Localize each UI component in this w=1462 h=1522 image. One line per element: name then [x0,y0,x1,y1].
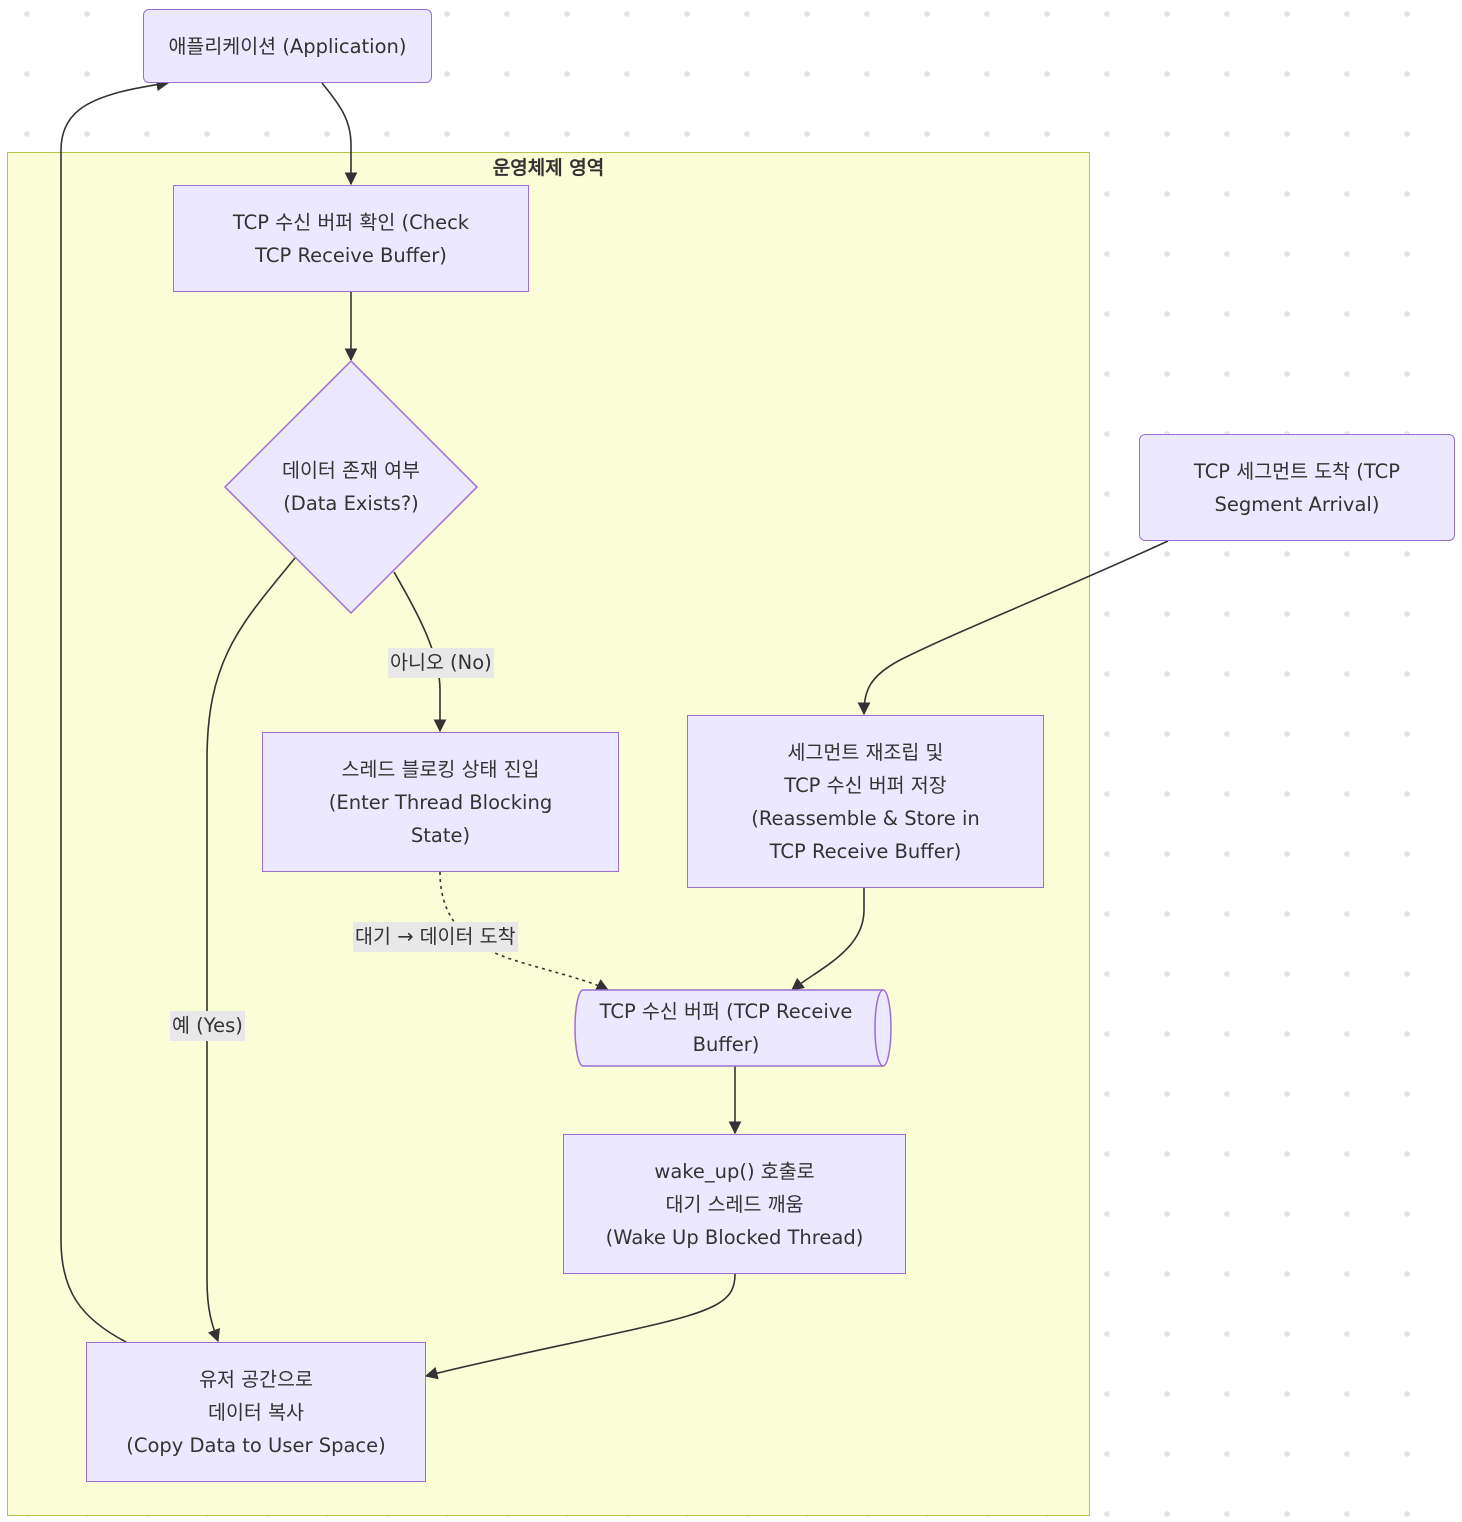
edge-label-wait: 대기 → 데이터 도착 [353,922,518,952]
edge-decision-to-copy [206,557,296,1343]
edge-copy-to-application [60,78,170,1343]
node-enter-blocking-line2: (Enter Thread Blocking [328,790,553,814]
node-application[interactable]: 애플리케이션 (Application) [143,9,432,83]
node-copy-data-line2: 데이터 복사 [208,1400,304,1424]
node-receive-buffer[interactable]: TCP 수신 버퍼 (TCP Receive Buffer) [580,993,872,1063]
node-enter-blocking[interactable]: 스레드 블로킹 상태 진입 (Enter Thread Blocking Sta… [262,732,619,872]
node-data-exists[interactable]: 데이터 존재 여부 (Data Exists?) [240,445,462,529]
edge-label-yes: 예 (Yes) [170,1011,245,1041]
node-wake-up-line1: wake_up() 호출로 [654,1159,815,1183]
os-area-title: 운영체제 영역 [492,157,605,179]
node-wake-up[interactable]: wake_up() 호출로 대기 스레드 깨움 (Wake Up Blocked… [563,1134,906,1274]
node-copy-data-line1: 유저 공간으로 [199,1367,313,1391]
node-segment-arrival-line1: TCP 세그먼트 도착 (TCP [1193,459,1401,483]
node-wake-up-line3: (Wake Up Blocked Thread) [605,1225,864,1249]
node-copy-data-line3: (Copy Data to User Space) [126,1433,386,1457]
node-reassemble-line1: 세그먼트 재조립 및 [787,740,944,764]
node-reassemble-line2: TCP 수신 버퍼 저장 [784,773,947,797]
edge-label-no: 아니오 (No) [388,648,494,678]
node-reassemble-line3: (Reassemble & Store in [751,806,980,830]
edge-application-to-check [321,82,358,186]
node-segment-arrival[interactable]: TCP 세그먼트 도착 (TCP Segment Arrival) [1139,434,1455,541]
edge-blocking-to-buffer [439,871,610,991]
decision-diamond [223,359,479,615]
node-wake-up-line2: 대기 스레드 깨움 [665,1192,804,1216]
node-check-buffer-line1: TCP 수신 버퍼 확인 (Check [232,210,470,234]
node-enter-blocking-line1: 스레드 블로킹 상태 진입 [341,757,540,781]
node-receive-buffer-line2: Buffer) [692,1033,760,1056]
edge-wakeup-to-copy [424,1273,736,1380]
node-enter-blocking-line3: State) [410,823,471,847]
node-copy-data[interactable]: 유저 공간으로 데이터 복사 (Copy Data to User Space) [86,1342,426,1482]
edge-reassemble-to-buffer [790,888,865,991]
node-check-buffer-line2: TCP Receive Buffer) [255,243,447,267]
node-segment-arrival-line2: Segment Arrival) [1214,492,1380,516]
node-check-buffer[interactable]: TCP 수신 버퍼 확인 (Check TCP Receive Buffer) [173,185,529,292]
node-data-exists-line2: (Data Exists?) [283,492,419,515]
edge-arrival-to-reassemble [857,540,1169,716]
edge-decision-to-blocking [393,571,447,733]
node-reassemble-line4: TCP Receive Buffer) [769,839,962,863]
node-data-exists-line1: 데이터 존재 여부 [282,459,420,482]
receive-buffer-cylinder [574,989,892,1067]
node-receive-buffer-line1: TCP 수신 버퍼 (TCP Receive [599,1000,853,1023]
node-reassemble[interactable]: 세그먼트 재조립 및 TCP 수신 버퍼 저장 (Reassemble & St… [687,715,1044,888]
node-application-label: 애플리케이션 (Application) [168,34,407,58]
